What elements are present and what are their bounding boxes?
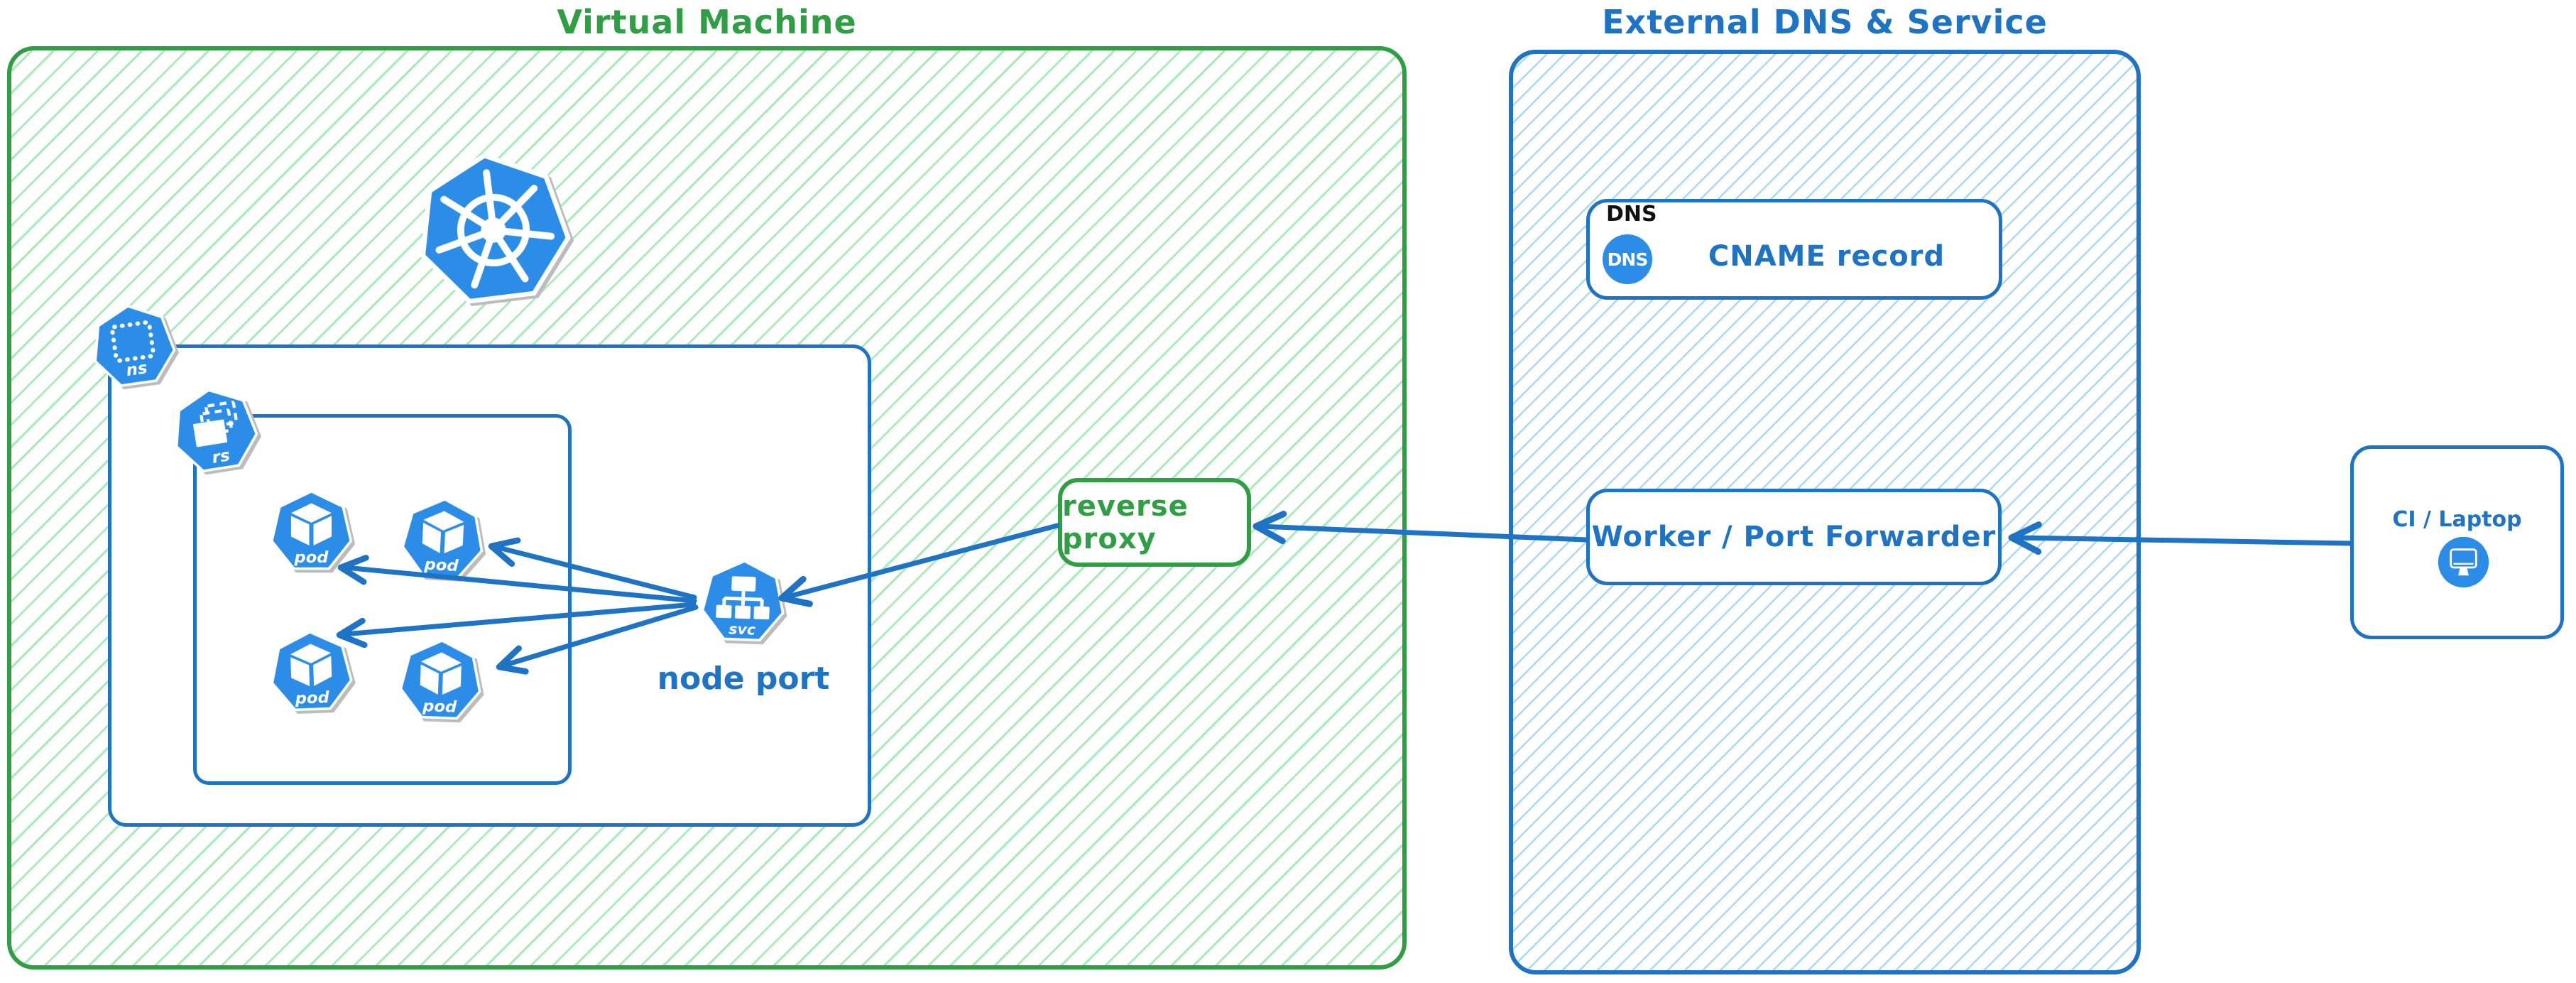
dns-icon: DNS <box>1603 234 1652 284</box>
dns-heading: DNS <box>1606 202 1657 227</box>
kubernetes-hub <box>481 217 506 243</box>
kubernetes-icon <box>420 153 571 304</box>
ns-icon: ns <box>94 304 176 387</box>
worker-port-forwarder-box: Worker / Port Forwarder <box>1586 489 2002 585</box>
node-port-label: node port <box>657 661 830 697</box>
dns-badge-label: DNS <box>1607 249 1649 270</box>
pod-icon-3: pod <box>271 630 353 712</box>
replicaset-box <box>193 414 572 785</box>
rs-solid-rect <box>193 419 228 447</box>
svc-icon-label: svc <box>728 620 756 638</box>
rs-icon: rs <box>175 389 258 473</box>
vm-title: Virtual Machine <box>557 3 857 41</box>
reverse-proxy-label: reverse proxy <box>1062 489 1189 555</box>
service-icon: svc <box>701 559 785 642</box>
ns-dotted-square <box>109 320 156 363</box>
pod-icon-label: pod <box>423 555 459 576</box>
ns-icon-label: ns <box>125 359 148 380</box>
pod-icon-1: pod <box>270 489 353 570</box>
ci-laptop-label: CI / Laptop <box>2392 507 2522 532</box>
rs-ghost-rect-2 <box>204 401 238 428</box>
worker-label: Worker / Port Forwarder <box>1591 521 1997 553</box>
pod-icon-label: pod <box>422 697 458 717</box>
external-title: External DNS & Service <box>1602 3 2048 41</box>
pod-icon-2: pod <box>401 497 484 579</box>
cname-record-label: CNAME record <box>1708 240 1945 273</box>
rs-icon-label: rs <box>211 445 231 467</box>
monitor-icon <box>2438 536 2489 588</box>
reverse-proxy-box: reverse proxy <box>1058 478 1251 567</box>
pod-icon-4: pod <box>399 639 481 720</box>
pod-icon-label: pod <box>294 688 330 708</box>
pod-icon-label: pod <box>294 548 329 567</box>
dns-record-box <box>1586 199 2002 300</box>
